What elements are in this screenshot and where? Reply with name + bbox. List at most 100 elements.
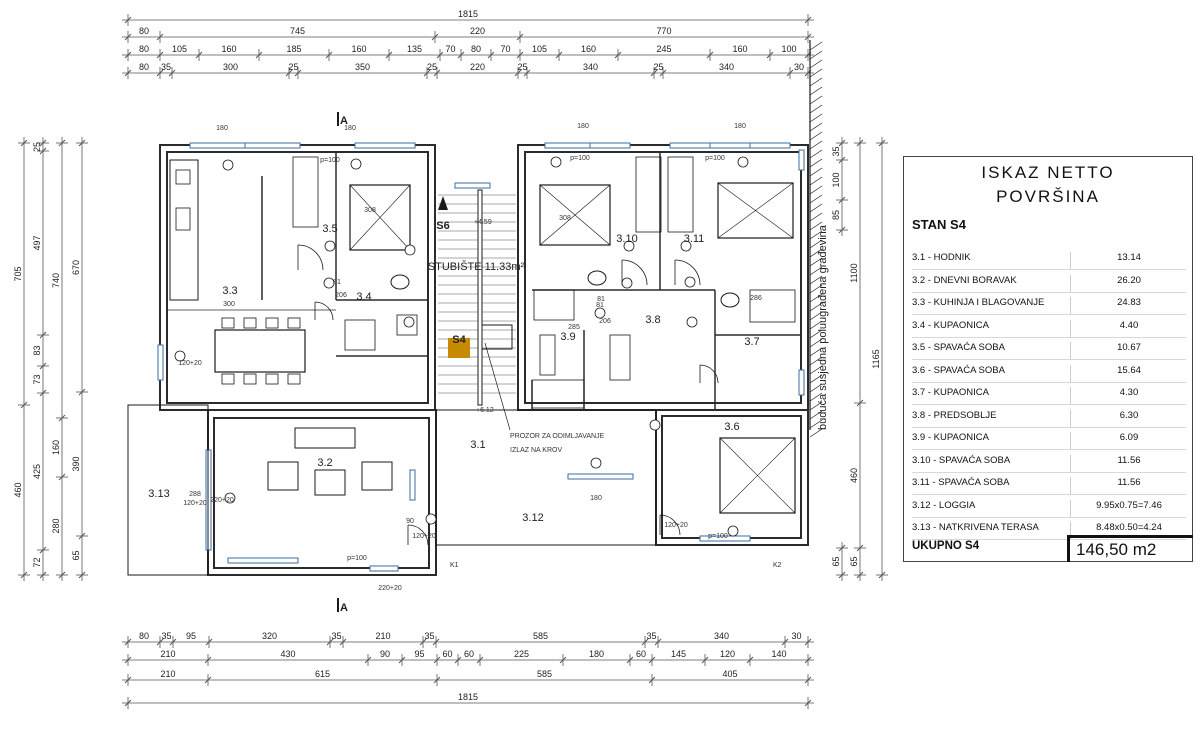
dim-left-outer-label: 705 (13, 266, 23, 281)
dim-right-col2-label: 1100 (849, 263, 859, 282)
dim-top-row3-slash (436, 51, 444, 59)
window-tag: 180 (344, 125, 356, 132)
dim-right-col3-label: 35 (831, 146, 841, 156)
door-tag: 81 (333, 279, 341, 286)
ceiling-light (686, 316, 698, 328)
legend-row-label: 3.1 - HODNIK (912, 252, 971, 263)
legend-row-value: 13.14 (1070, 252, 1187, 269)
dim-bottom-row2-label: 60 (636, 649, 646, 659)
hatch-line (809, 347, 823, 357)
window (709, 142, 756, 149)
dim-top-row4-slash (124, 69, 132, 77)
hob (175, 207, 191, 231)
room-label-3-6: 3.6 (724, 421, 739, 433)
wardrobe (531, 379, 585, 409)
dim-right-col3-label: 100 (831, 172, 841, 187)
hatch-line (809, 311, 823, 321)
dim-bottom-row2-slash (559, 656, 567, 664)
terrace-3-13-outline (127, 404, 209, 576)
hatch-line (809, 275, 823, 285)
dim-top-row2-label: 745 (290, 26, 305, 36)
dim-left-col2-label: 72 (32, 557, 42, 567)
dim-right-col2-label: 460 (849, 468, 859, 483)
dim-top-row4-slash (285, 69, 293, 77)
dim-left-col2-label: 83 (32, 345, 42, 355)
neighbour-hatch (809, 40, 823, 438)
hatch-line (809, 167, 823, 177)
dim-bottom-row2-slash (454, 656, 462, 664)
door-swing (621, 259, 648, 286)
dim-top-row2-label: 220 (470, 26, 485, 36)
section-mark-bottom: A (340, 602, 348, 614)
legend-total-label: UKUPNO S4 (912, 540, 980, 552)
legend-row-value: 4.40 (1070, 319, 1187, 337)
legend-row-value: 11.56 (1070, 454, 1187, 472)
room-label-3-2: 3.2 (317, 457, 332, 469)
dim-top-row3-slash (487, 51, 495, 59)
window-tag: p=100 (570, 155, 590, 162)
window (798, 149, 805, 171)
ceiling-light (621, 277, 633, 289)
dim-bottom-row1-label: 95 (186, 631, 196, 641)
hatch-line (809, 320, 823, 330)
door-tag: 81 (597, 296, 605, 303)
dim-bottom-row3-slash (124, 676, 132, 684)
dim-bottom-row1-slash (169, 638, 177, 646)
dim-top-row3-slash (516, 51, 524, 59)
door-tag: 288 (189, 491, 201, 498)
hatch-line (809, 194, 823, 204)
dim-bottom-row2-slash (804, 656, 812, 664)
legend-row-value: 6.09 (1070, 432, 1187, 449)
window-tag: p=100 (708, 533, 728, 540)
dim-bottom-row3-slash (433, 676, 441, 684)
dim-right-col3-slash (838, 226, 846, 234)
hatch-line (809, 302, 823, 312)
window-tag: p=100 (705, 155, 725, 162)
dim-bottom-row1-slash (124, 638, 132, 646)
window-tag: 220+20 (210, 497, 234, 504)
coffee-table (314, 469, 346, 496)
dim-top-row4-label: 220 (470, 62, 485, 72)
room-label-3-7: 3.7 (744, 336, 759, 348)
sink (175, 169, 191, 185)
hatch-line (809, 77, 823, 87)
dim-bottom-row2-label: 145 (671, 649, 686, 659)
dim-left-col4-label: 670 (71, 260, 81, 275)
dim-bottom-row2-slash (364, 656, 372, 664)
hatch-line (809, 86, 823, 96)
room-label-3-12: 3.12 (522, 512, 543, 524)
dim-left-col4-label: 390 (71, 456, 81, 471)
legend-apartment-label: STAN S4 (912, 217, 966, 232)
hatch-line (809, 185, 823, 195)
dim-top-row4-slash (786, 69, 794, 77)
bed-frame (349, 184, 411, 251)
room-label-3-11: 3.11 (684, 233, 705, 245)
dim-left-col2-slash (39, 139, 47, 147)
dim-right-col2-label: 65 (849, 556, 859, 566)
door-tag: 206 (335, 292, 347, 299)
hatch-line (809, 266, 823, 276)
bathroom-fixture (539, 334, 556, 376)
ceiling-light (680, 240, 692, 252)
ceiling-light (727, 525, 739, 537)
bed-3-11 (717, 182, 794, 239)
dim-left-col4-slash (78, 388, 86, 396)
hatch-line (809, 41, 823, 51)
bed-3-10 (539, 184, 611, 246)
legend-row-value: 15.64 (1070, 364, 1187, 382)
dim-bottom-row1-label: 320 (262, 631, 277, 641)
dim-left-col4-label: 65 (71, 550, 81, 560)
legend-row-value: 9.95x0.75=7.46 (1070, 499, 1187, 517)
dim-left-outer-label: 460 (13, 482, 23, 497)
hatch-line (809, 329, 823, 339)
door-swing (297, 244, 324, 271)
hatch-line (809, 212, 823, 222)
window (157, 344, 164, 381)
wall (207, 409, 437, 576)
bathroom-fixture (396, 314, 418, 336)
